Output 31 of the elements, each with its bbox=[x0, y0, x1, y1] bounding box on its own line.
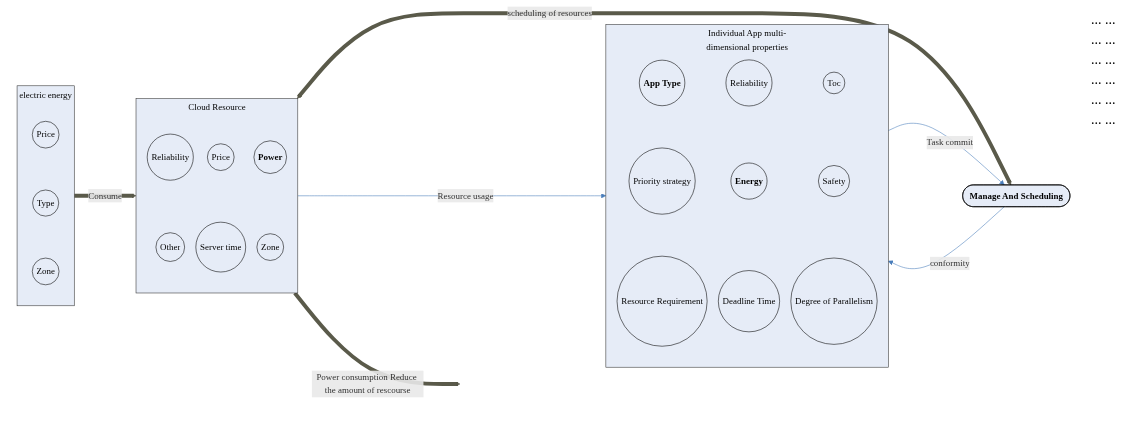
ellipsis-text: ... ... bbox=[1091, 12, 1117, 28]
node-circle: Server time bbox=[195, 221, 246, 273]
node-circle: Energy bbox=[730, 162, 768, 200]
node-circle: Price bbox=[32, 121, 60, 149]
ellipsis-text: ... ... bbox=[1091, 112, 1117, 128]
node-circle: Toc bbox=[822, 71, 846, 95]
node-circle: Resource Requirement bbox=[616, 255, 708, 347]
node-circle: Priority strategy bbox=[628, 147, 696, 215]
node-circle: Other bbox=[155, 232, 185, 262]
node-circle: Zone bbox=[256, 233, 284, 261]
node-circle: Reliability bbox=[725, 59, 773, 107]
edge-label: scheduling of resources bbox=[507, 8, 592, 18]
ellipsis-text: ... ... bbox=[1091, 92, 1117, 108]
edge-label: conformity bbox=[929, 258, 970, 268]
node-circle: Zone bbox=[32, 257, 60, 286]
edge-label: Power consumption Reduce the amount of rescourse bbox=[316, 372, 417, 396]
ellipsis-text: ... ... bbox=[1091, 32, 1117, 48]
node-circle: Power bbox=[253, 140, 287, 174]
ellipsis-text: ... ... bbox=[1091, 52, 1117, 68]
node-circle: Safety bbox=[818, 165, 850, 197]
node-circle: App Type bbox=[639, 59, 686, 106]
edge-label: Resource usage bbox=[437, 190, 494, 201]
edge-label: Task commit bbox=[926, 137, 973, 148]
node-circle: Deadline Time bbox=[718, 270, 780, 333]
node-circle: Reliability bbox=[146, 133, 194, 181]
arrow bbox=[297, 11, 1012, 186]
node-circle: Type bbox=[32, 189, 59, 217]
node-circle: Price bbox=[207, 143, 235, 171]
ellipsis-text: ... ... bbox=[1091, 72, 1117, 88]
node-circle: Degree of Parallelism bbox=[790, 257, 878, 345]
edge-label: Consume bbox=[88, 190, 123, 201]
